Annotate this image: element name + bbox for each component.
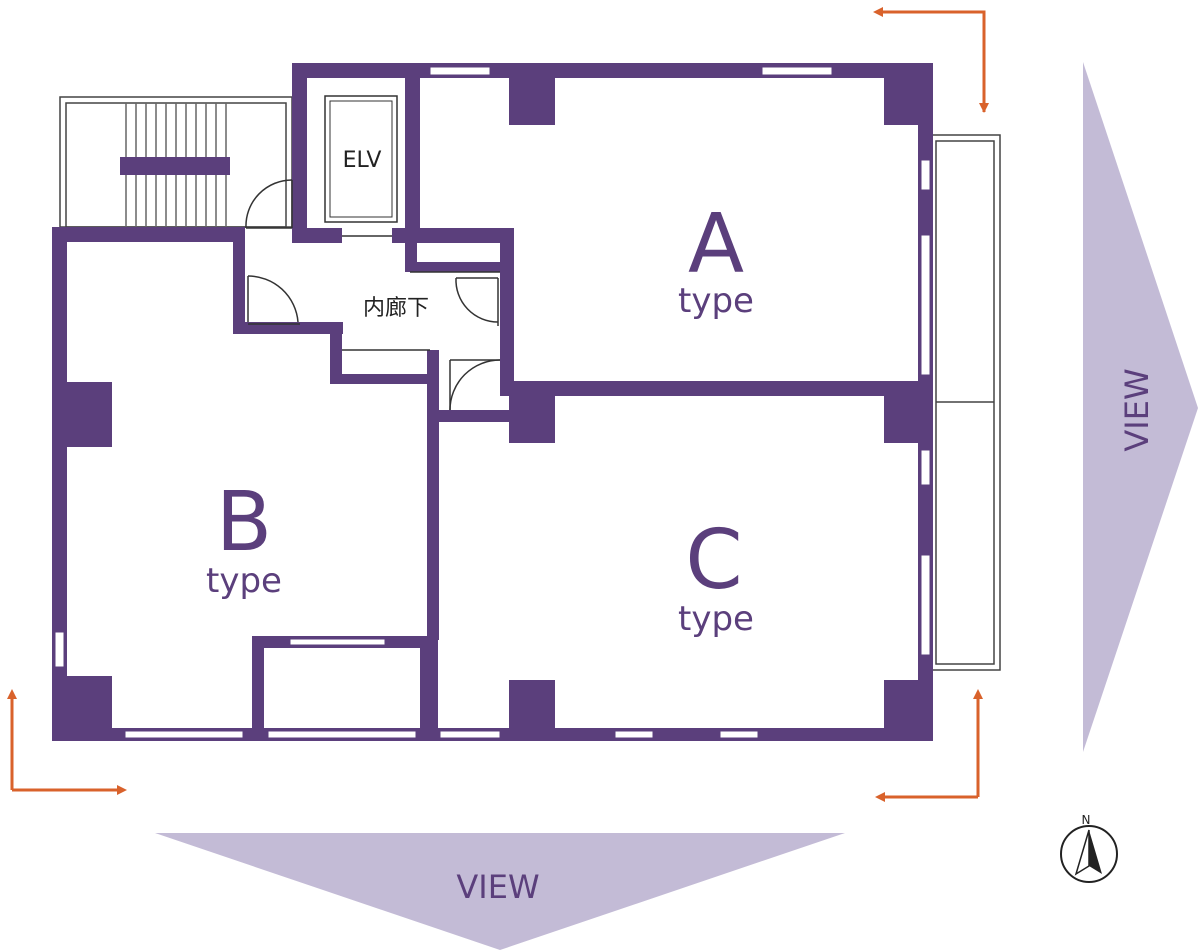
corner-arrow-icon: [7, 7, 989, 802]
unit-a: A type: [678, 197, 754, 321]
view-label-east: VIEW: [1118, 368, 1156, 451]
corridor-label: 内廊下: [363, 296, 429, 321]
elevator: ELV: [324, 95, 398, 223]
balcony: [929, 134, 1001, 671]
unit-a-letter: A: [688, 197, 744, 292]
unit-b-type: type: [206, 561, 282, 601]
view-arrow-south: VIEW: [155, 833, 845, 950]
unit-a-type: type: [678, 281, 754, 321]
unit-c-letter: C: [685, 513, 742, 608]
compass-north-label: N: [1082, 813, 1091, 827]
unit-c: C type: [678, 513, 754, 639]
north-arrow-icon: N: [1060, 813, 1118, 883]
unit-b-letter: B: [216, 475, 272, 570]
view-arrow-east: VIEW: [1083, 62, 1198, 752]
view-label-south: VIEW: [456, 868, 539, 906]
windows: [54, 66, 931, 739]
unit-b: B type: [206, 475, 282, 601]
elevator-label: ELV: [343, 148, 382, 173]
doors: [245, 179, 501, 411]
unit-c-type: type: [678, 599, 754, 639]
stairs: [59, 96, 293, 228]
